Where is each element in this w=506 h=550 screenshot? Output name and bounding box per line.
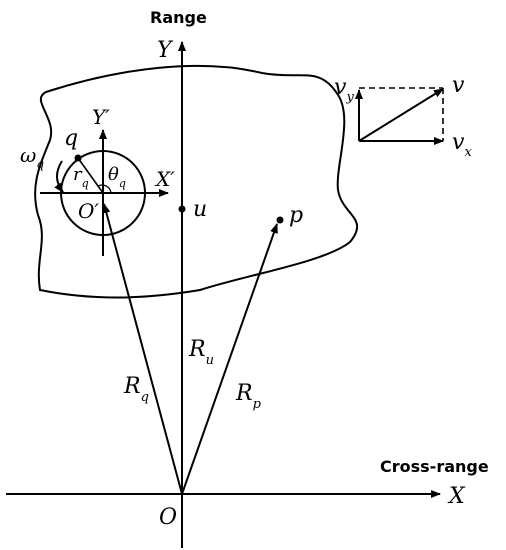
vector-Rp bbox=[181, 223, 278, 495]
Ru-sub: u bbox=[206, 353, 214, 368]
target-outline bbox=[34, 64, 358, 299]
local-origin-label: O′ bbox=[78, 199, 99, 223]
Ru-base: R bbox=[188, 337, 206, 362]
point-u-label: u bbox=[193, 197, 207, 222]
omega-arrow bbox=[54, 160, 64, 193]
theta-sub: q bbox=[119, 177, 126, 190]
point-u bbox=[178, 205, 186, 213]
Rq-base: R bbox=[123, 374, 141, 399]
Rp-label: Rp bbox=[235, 381, 262, 412]
vy-base: v bbox=[334, 75, 347, 100]
omega-base: ω bbox=[20, 143, 36, 167]
cross-range-title: Cross-range bbox=[380, 457, 489, 476]
velocity-v-label: v bbox=[452, 73, 465, 98]
point-q-label: q bbox=[64, 126, 78, 151]
y-axis-label: Y bbox=[157, 38, 174, 63]
vx-base: v bbox=[452, 130, 465, 155]
local-y-label: Y′ bbox=[92, 105, 110, 129]
vx-sub: x bbox=[464, 145, 472, 160]
velocity-vx-label: vx bbox=[452, 130, 472, 160]
Rq-sub: q bbox=[141, 390, 149, 405]
range-title: Range bbox=[150, 8, 207, 27]
radius-label: rq bbox=[73, 164, 89, 190]
Rq-label: Rq bbox=[123, 374, 149, 405]
theta-label: θq bbox=[108, 164, 126, 190]
omega-label: ωq bbox=[20, 143, 44, 171]
velocity-v-arrow bbox=[358, 88, 444, 142]
omega-sub: q bbox=[36, 157, 44, 171]
local-x-label: X′ bbox=[154, 167, 175, 191]
Rp-sub: p bbox=[253, 397, 262, 412]
vector-Rq bbox=[102, 203, 183, 495]
vy-sub: y bbox=[345, 90, 354, 105]
Rp-base: R bbox=[235, 381, 253, 406]
radius-sub: q bbox=[82, 177, 89, 190]
x-axis-label: X bbox=[447, 484, 466, 509]
theta-arc bbox=[97, 184, 112, 194]
velocity-vy-label: vy bbox=[334, 75, 354, 105]
point-p-label: p bbox=[289, 203, 303, 228]
point-q bbox=[74, 154, 82, 162]
theta-base: θ bbox=[108, 164, 119, 185]
Ru-label: Ru bbox=[188, 337, 214, 368]
radius-base: r bbox=[73, 164, 83, 185]
origin-label: O bbox=[159, 505, 177, 530]
radius-line bbox=[77, 157, 104, 194]
point-p bbox=[276, 216, 284, 224]
